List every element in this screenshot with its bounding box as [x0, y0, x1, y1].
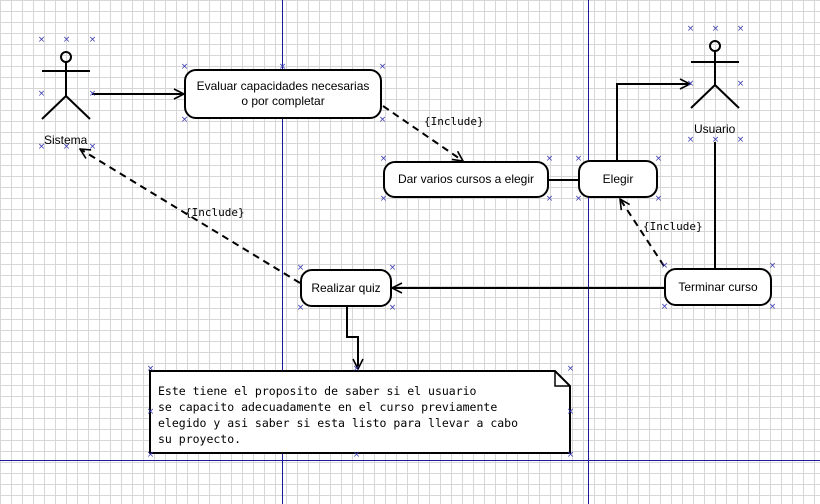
note-text[interactable]: Este tiene el proposito de saber si el u…	[158, 384, 519, 446]
note-outline	[149, 370, 571, 454]
usuario-actor-icon[interactable]	[690, 40, 740, 109]
selection-handle-icon[interactable]: ×	[88, 89, 97, 99]
selection-handle-icon[interactable]: ×	[180, 62, 189, 72]
selection-handle-icon[interactable]: ×	[180, 115, 189, 125]
guide-line-vertical	[282, 0, 283, 504]
selection-handle-icon[interactable]: ×	[37, 35, 46, 45]
selection-handle-icon[interactable]: ×	[736, 135, 745, 145]
include-label-quiz-sistema: {Include}	[185, 206, 245, 219]
selection-handle-icon[interactable]: ×	[686, 24, 695, 34]
selection-handle-icon[interactable]: ×	[62, 142, 71, 152]
usecase-realizar-quiz[interactable]: Realizar quiz	[300, 269, 392, 307]
selection-handle-icon[interactable]: ×	[378, 62, 387, 72]
selection-handle-icon[interactable]: ×	[379, 154, 388, 164]
sistema-actor-icon[interactable]	[41, 51, 91, 120]
include-evaluar-dar[interactable]	[382, 105, 463, 161]
selection-handle-icon[interactable]: ×	[660, 302, 669, 312]
selection-handle-icon[interactable]: ×	[37, 89, 46, 99]
selection-handle-icon[interactable]: ×	[88, 35, 97, 45]
selection-handle-icon[interactable]: ×	[388, 263, 397, 273]
usecase-realizar-quiz-label: Realizar quiz	[311, 280, 381, 295]
selection-handle-icon[interactable]: ×	[296, 303, 305, 313]
selection-handle-icon[interactable]: ×	[566, 407, 575, 417]
usecase-dar-cursos[interactable]: Dar varios cursos a elegir	[383, 161, 549, 198]
selection-handle-icon[interactable]: ×	[146, 450, 155, 460]
guide-line-vertical	[588, 0, 589, 504]
selection-handle-icon[interactable]: ×	[146, 407, 155, 417]
selection-handle-icon[interactable]: ×	[37, 142, 46, 152]
usecase-evaluar[interactable]: Evaluar capacidades necesarias o por com…	[184, 69, 382, 119]
selection-handle-icon[interactable]: ×	[296, 263, 305, 273]
include-quiz-sistema[interactable]	[80, 149, 301, 284]
selection-handle-icon[interactable]: ×	[711, 135, 720, 145]
selection-handle-icon[interactable]: ×	[352, 364, 361, 374]
usecase-terminar-curso[interactable]: Terminar curso	[664, 268, 772, 306]
selection-handle-icon[interactable]: ×	[686, 79, 695, 89]
selection-handle-icon[interactable]: ×	[379, 194, 388, 204]
selection-handle-icon[interactable]: ×	[62, 35, 71, 45]
selection-handle-icon[interactable]: ×	[686, 135, 695, 145]
selection-handle-icon[interactable]: ×	[566, 450, 575, 460]
selection-handle-icon[interactable]: ×	[574, 154, 583, 164]
selection-handle-icon[interactable]: ×	[146, 364, 155, 374]
usecase-elegir-label: Elegir	[602, 171, 634, 186]
selection-handle-icon[interactable]: ×	[378, 115, 387, 125]
usecase-dar-cursos-label: Dar varios cursos a elegir	[397, 172, 535, 186]
selection-handle-icon[interactable]: ×	[278, 62, 287, 72]
note-connector[interactable]	[346, 307, 358, 369]
selection-handle-icon[interactable]: ×	[88, 142, 97, 152]
selection-handle-icon[interactable]: ×	[768, 302, 777, 312]
sistema-actor-label: Sistema	[44, 133, 88, 147]
selection-handle-icon[interactable]: ×	[654, 194, 663, 204]
include-terminar-elegir[interactable]	[620, 199, 665, 267]
selection-handle-icon[interactable]: ×	[736, 79, 745, 89]
usuario-actor-label: Usuario	[694, 122, 736, 136]
selection-handle-icon[interactable]: ×	[768, 261, 777, 271]
selection-handle-icon[interactable]: ×	[711, 24, 720, 34]
include-label-terminar-elegir: {Include}	[643, 220, 703, 233]
selection-handle-icon[interactable]: ×	[736, 24, 745, 34]
guide-line-horizontal	[0, 460, 820, 461]
usecase-elegir[interactable]: Elegir	[578, 160, 658, 198]
usecase-terminar-curso-label: Terminar curso	[678, 279, 758, 294]
selection-handle-icon[interactable]: ×	[545, 154, 554, 164]
selection-handle-icon[interactable]: ×	[388, 303, 397, 313]
selection-handle-icon[interactable]: ×	[660, 261, 669, 271]
selection-handle-icon[interactable]: ×	[566, 364, 575, 374]
include-label-evaluar-dar: {Include}	[424, 115, 484, 128]
selection-handle-icon[interactable]: ×	[574, 194, 583, 204]
selection-handle-icon[interactable]: ×	[352, 450, 361, 460]
selection-handle-icon[interactable]: ×	[545, 194, 554, 204]
usecase-evaluar-label: Evaluar capacidades necesarias o por com…	[196, 79, 370, 108]
association-elegir-usuario[interactable]	[616, 84, 690, 160]
selection-handle-icon[interactable]: ×	[654, 154, 663, 164]
